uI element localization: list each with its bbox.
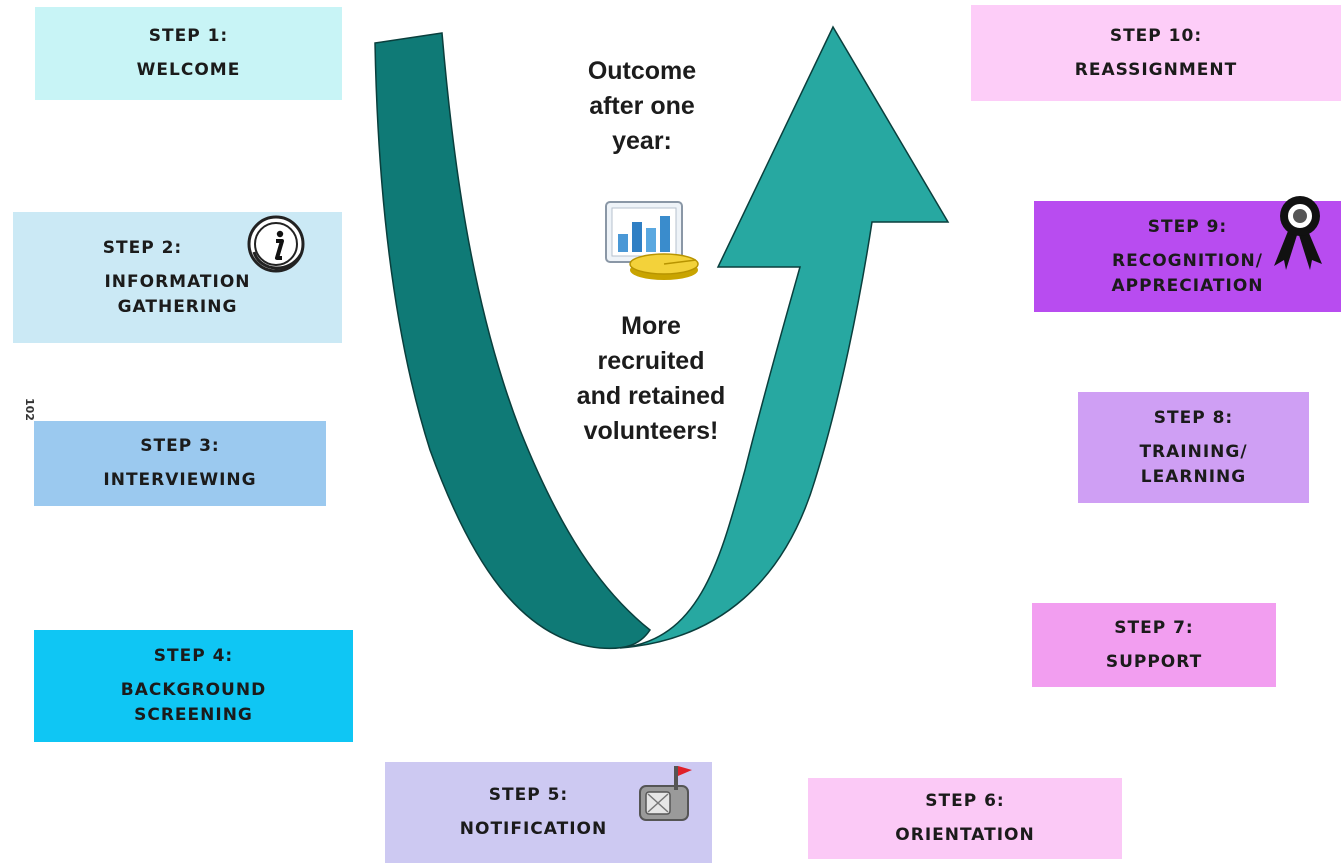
mailbox-icon	[639, 766, 692, 821]
step-3-label: INTERVIEWING	[103, 470, 257, 490]
step-6-label: ORIENTATION	[895, 825, 1035, 845]
step-3-title: STEP 3:	[140, 436, 220, 456]
step-4-box: STEP 4: BACKGROUND SCREENING	[34, 630, 353, 742]
step-8-box: STEP 8: TRAINING/ LEARNING	[1078, 392, 1309, 503]
step-4-title: STEP 4:	[153, 646, 234, 666]
award-ribbon-icon	[1274, 196, 1322, 270]
step-10-label: REASSIGNMENT	[1074, 59, 1238, 80]
outcome-result: More recruited and retained volunteers!	[551, 309, 751, 449]
outcome-line1: Outcome	[587, 57, 697, 85]
step-2-label-line2: GATHERING	[117, 296, 238, 317]
step-9-title: STEP 9:	[1147, 216, 1228, 237]
result-line1: More	[621, 312, 681, 340]
step-1-box: STEP 1: WELCOME	[35, 7, 342, 100]
step-2-label-line1: INFORMATION	[104, 271, 251, 292]
result-line2: recruited	[597, 347, 705, 375]
step-7-label: SUPPORT	[1105, 651, 1203, 672]
chart-icon	[605, 201, 699, 280]
step-3-box: STEP 3: INTERVIEWING	[34, 421, 326, 506]
step-8-label-line1: TRAINING/	[1139, 441, 1248, 462]
step-4-label-line1: BACKGROUND	[120, 680, 267, 700]
outcome-heading: Outcome after one year:	[542, 54, 742, 159]
step-6-box: STEP 6: ORIENTATION	[808, 778, 1122, 859]
result-line4: volunteers!	[583, 417, 719, 445]
step-8-label-line2: LEARNING	[1140, 466, 1247, 487]
info-icon	[247, 215, 305, 273]
arrow-left-band	[374, 32, 652, 650]
step-9-label-line2: APPRECIATION	[1111, 275, 1264, 296]
step-4-label-line2: SCREENING	[134, 705, 253, 725]
step-6-title: STEP 6:	[925, 791, 1005, 811]
step-1-label: WELCOME	[136, 60, 241, 80]
step-7-box: STEP 7: SUPPORT	[1032, 603, 1276, 687]
step-2-title: STEP 2:	[102, 237, 183, 258]
step-9-label-line1: RECOGNITION/	[1112, 250, 1263, 271]
result-line3: and retained	[576, 382, 726, 410]
step-5-title: STEP 5:	[488, 785, 569, 805]
step-8-title: STEP 8:	[1153, 407, 1234, 428]
step-1-title: STEP 1:	[148, 26, 229, 46]
step-5-label: NOTIFICATION	[459, 819, 608, 839]
step-10-title: STEP 10:	[1109, 25, 1203, 46]
step-10-box: STEP 10: REASSIGNMENT	[971, 5, 1341, 101]
outcome-line2: after one	[589, 92, 695, 120]
arrow-right-band	[619, 25, 950, 649]
step-7-title: STEP 7:	[1114, 617, 1194, 638]
side-note: 102	[23, 398, 36, 421]
outcome-line3: year:	[612, 127, 672, 155]
